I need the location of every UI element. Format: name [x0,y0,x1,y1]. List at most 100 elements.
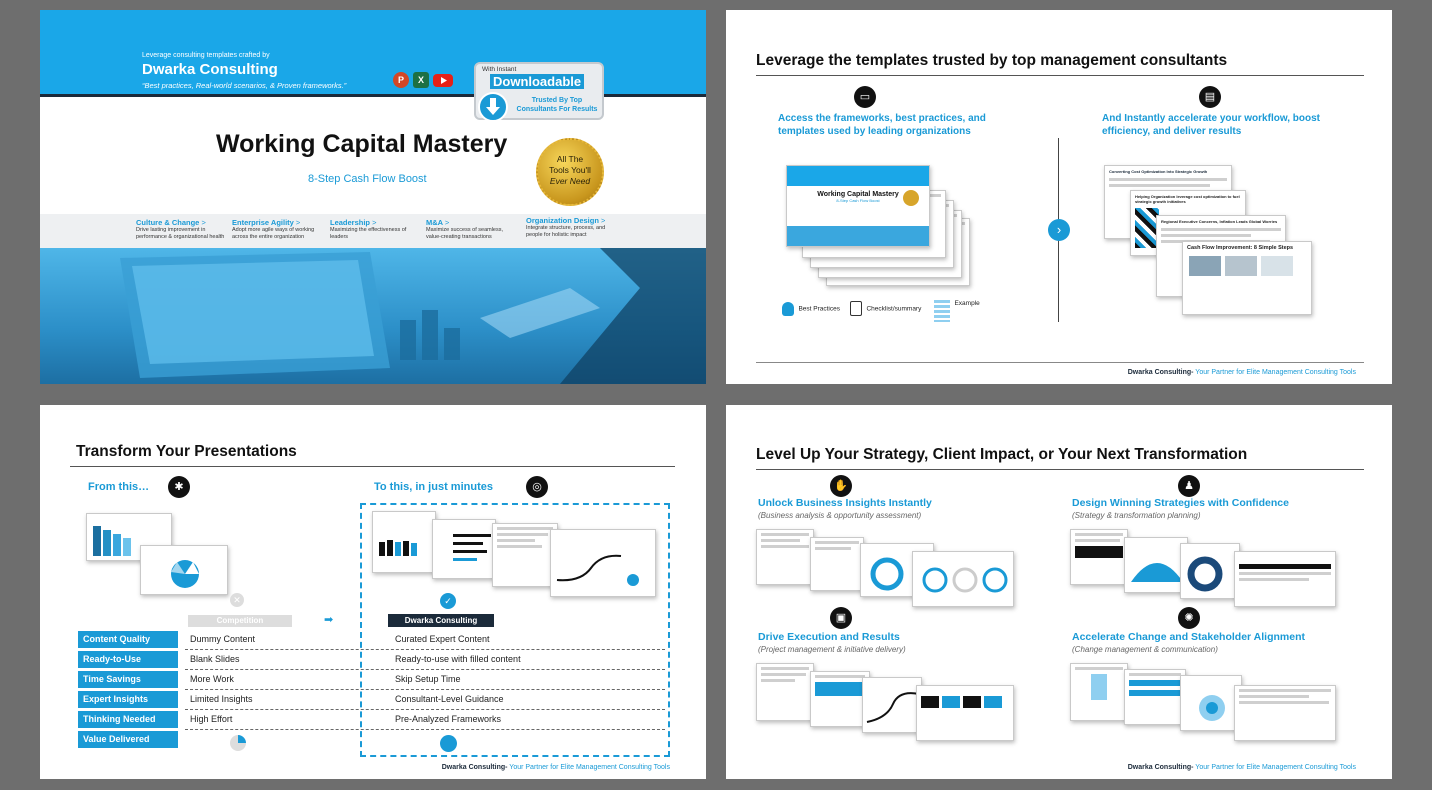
handshake-icon: ✋ [830,475,852,497]
section-thumbnail [862,677,922,733]
download-line2: Downloadable [490,74,585,89]
section-thumbnail [1124,537,1188,593]
section-thumbnail [1180,675,1242,731]
legend-best-practices: Best Practices [782,300,840,318]
templates-slide: Leverage the templates trusted by top ma… [726,10,1392,384]
footer-brand: Dwarka Consulting- [1127,369,1194,376]
chevron-right-icon: > [601,216,606,225]
section-thumbnail [810,537,864,591]
section-thumbnail [916,685,1014,741]
footer-text: Your Partner for Elite Management Consul… [1193,764,1356,771]
seal-line3: Ever Need [549,176,591,186]
seal-line2: Tools You'll [549,165,591,175]
section-thumbnail [1180,543,1240,599]
section-thumbnail [1234,551,1336,607]
section-thumbnail [1234,685,1336,741]
section-heading: Drive Execution and Results [758,631,900,643]
presentation-board-icon: ▭ [854,86,876,108]
from-label: From this… [88,481,150,493]
category-desc: Adopt more agile ways of working across … [232,227,315,240]
before-thumbnail-1 [86,513,172,561]
footer-text: Your Partner for Elite Management Consul… [507,764,670,771]
checklist-icon [850,301,862,317]
thumb-title: Cash Flow Improvement: 8 Simple Steps [1187,245,1294,251]
chevron-right-icon: > [295,218,301,227]
category-name: Organization Design [526,216,599,225]
growth-chart-icon: ▤ [1199,86,1221,108]
footer-brand: Dwarka Consulting- [1127,764,1194,771]
section-subtitle: (Business analysis & opportunity assessm… [758,511,922,520]
section-thumbnail [810,671,870,727]
arrow-right-icon: ➡ [324,614,334,626]
slide-title: Level Up Your Strategy, Client Impact, o… [756,446,1248,463]
section-subtitle-text: Project management & initiative delivery [760,645,903,654]
footer: Dwarka Consulting- Your Partner for Elit… [1128,764,1356,771]
strategy-team-icon: ♟ [1178,475,1200,497]
section-thumbnail [756,529,814,585]
category-agility[interactable]: Enterprise Agility > Adopt more agile wa… [232,218,324,241]
chevron-right-icon: > [444,218,450,227]
section-thumbnail [1070,663,1128,721]
app-icons: P X [393,72,465,88]
dwarka-value: Pre-Analyzed Frameworks [395,714,502,724]
category-org-design[interactable]: Organization Design > Integrate structur… [526,216,616,239]
thumb-title: Regional Executive Concerns, Inflation L… [1161,219,1278,224]
legend-checklist: Checklist/summary [850,300,921,318]
magnifier-document-icon [934,300,950,322]
chevron-right-icon: > [201,218,206,227]
after-thumbnail-1 [372,511,436,573]
legend-example: Example [934,300,980,322]
category-leadership[interactable]: Leadership > Maximizing the effectivenes… [330,218,416,241]
row-label-value-delivered: Value Delivered [78,731,178,748]
section-subtitle: (Change management & communication) [1072,645,1218,654]
next-arrow-button[interactable]: › [1048,219,1070,241]
category-desc: Maximize success of seamless, value-crea… [426,227,504,240]
footer-divider [756,362,1364,363]
category-name: Leadership [330,218,371,227]
download-line3: Trusted By Top Consultants For Results [516,97,598,113]
footer-brand: Dwarka Consulting- [441,764,508,771]
to-label: To this, in just minutes [374,481,493,493]
dashed-box [360,503,670,757]
slide-title: Transform Your Presentations [76,443,297,460]
after-thumbnail-3 [492,523,558,587]
row-divider [185,649,665,650]
legend-label: Example [954,300,980,307]
category-ma[interactable]: M&A > Maximize success of seamless, valu… [426,218,516,241]
cover-thumbnail: Working Capital Mastery 8-Step Cash Flow… [786,165,930,247]
row-divider [185,729,665,730]
section-subtitle-text: Change management & communication [1074,645,1216,654]
section-heading: Accelerate Change and Stakeholder Alignm… [1072,631,1306,643]
slide-title: Leverage the templates trusted by top ma… [756,52,1228,69]
lightbulb-icon [782,301,794,316]
after-thumbnail-2 [432,519,496,579]
crafted-by-text: Leverage consulting templates crafted by [142,52,270,59]
title-divider [756,469,1364,470]
youtube-icon [433,74,453,87]
lightbulb-icon: ✺ [1178,607,1200,629]
section-heading: Unlock Business Insights Instantly [758,497,932,509]
left-heading: Access the frameworks, best practices, a… [778,113,986,137]
header-band [40,10,706,94]
section-thumbnail [912,551,1014,607]
section-heading: Design Winning Strategies with Confidenc… [1072,497,1289,509]
download-arrow-icon [478,92,508,122]
row-divider [185,709,665,710]
section-subtitle: (Project management & initiative deliver… [758,645,906,654]
competition-header: Competition [188,615,292,627]
row-label-content-quality: Content Quality [78,631,178,648]
dwarka-value: Ready-to-use with filled content [395,654,521,664]
category-culture[interactable]: Culture & Change > Drive lasting improve… [136,218,232,241]
competition-value: Dummy Content [190,634,256,644]
excel-icon: X [413,72,429,88]
main-subtitle: 8-Step Cash Flow Boost [308,173,427,185]
cover-slide: Leverage consulting templates crafted by… [40,10,706,384]
row-divider [185,689,665,690]
section-thumbnail [1070,529,1128,585]
thumb-subtitle: 8-Step Cash Flow Boost [836,198,880,203]
thumb-title: Converting Cost Optimization Into Strate… [1109,169,1208,174]
competition-value: More Work [190,674,234,684]
section-thumbnail [756,663,814,721]
row-label-ready-to-use: Ready-to-Use [78,651,178,668]
download-box[interactable]: With Instant Downloadable Trusted By Top… [474,62,604,122]
